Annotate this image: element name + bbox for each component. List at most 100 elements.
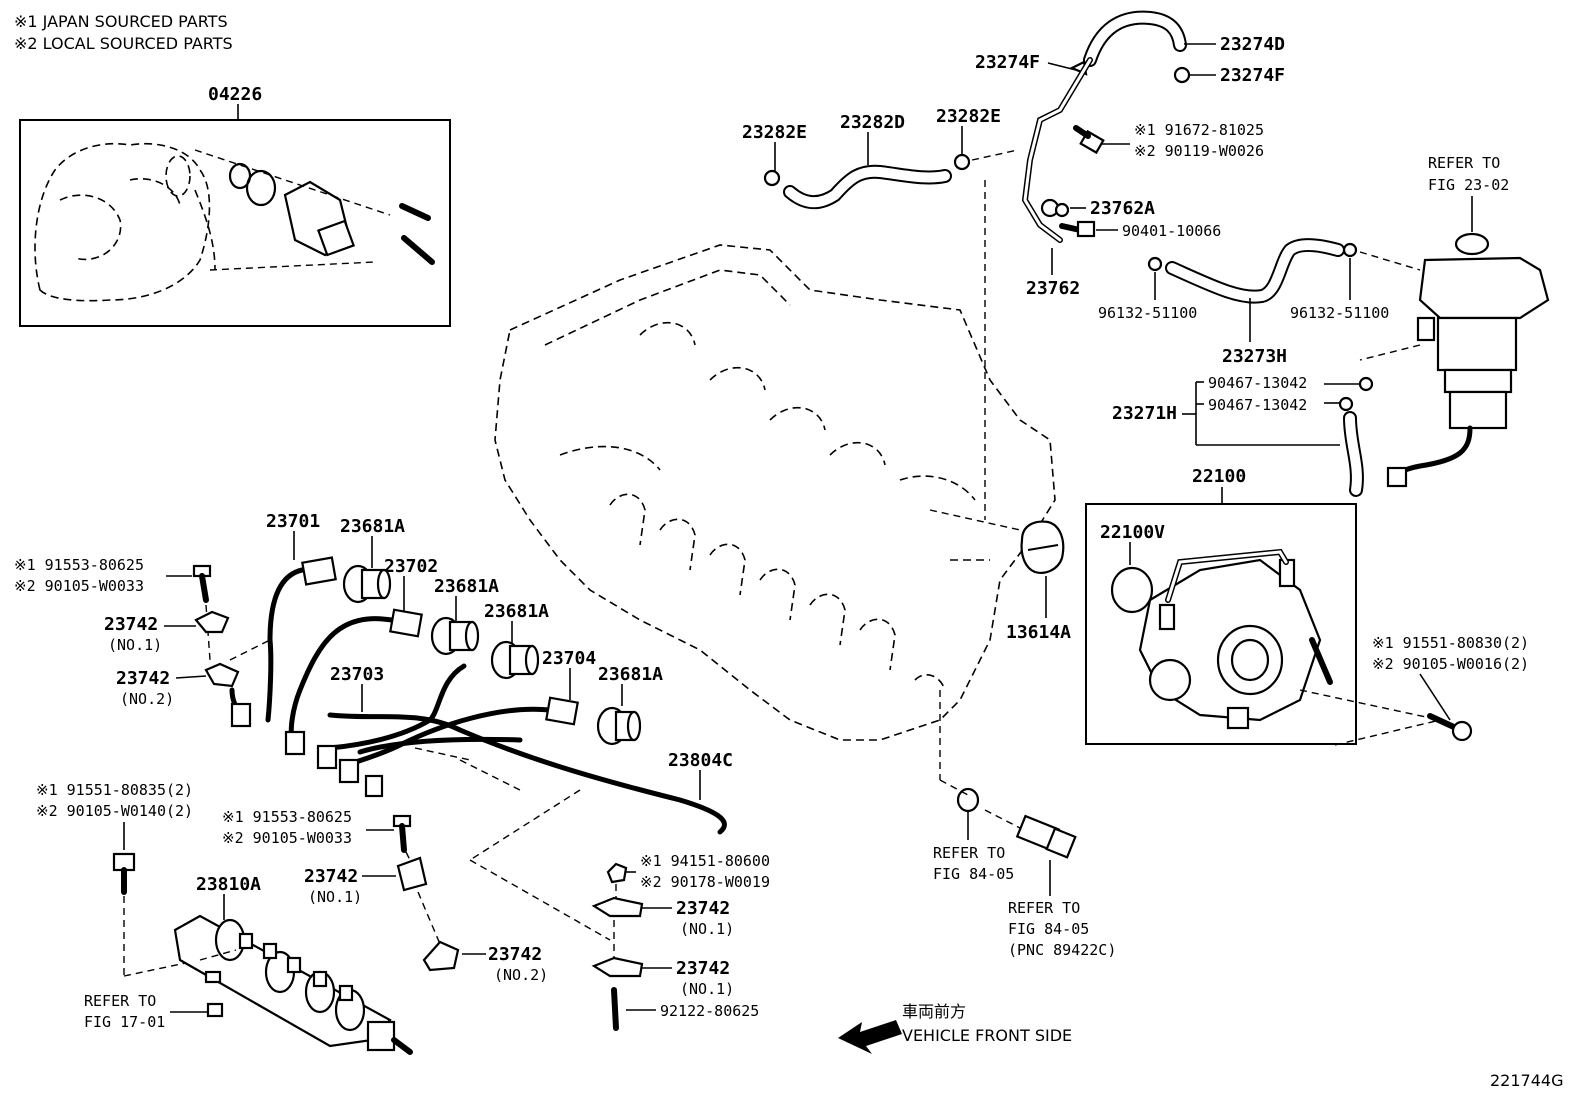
bolt-91553-a [192, 564, 212, 603]
engine-block-phantom [494, 180, 1056, 796]
clip-23282E-left [763, 169, 781, 187]
bolt-91672 [1073, 125, 1105, 155]
label-91553-80625-b: ※1 91553-80625 [222, 808, 352, 826]
stud-92122 [611, 987, 619, 1031]
label-23762A: 23762A [1090, 198, 1155, 219]
supply-pump-22100 [1138, 548, 1333, 730]
label-90105-W0016: ※2 90105-W0016(2) [1372, 655, 1529, 673]
label-refer-17-01-line2: FIG 17-01 [84, 1013, 165, 1031]
note-japan-sourced: ※1 JAPAN SOURCED PARTS [14, 12, 228, 31]
bolt-91551-80835 [112, 852, 136, 895]
sensor-13614A [1020, 520, 1065, 574]
front-arrow-icon [838, 1020, 902, 1054]
label-23271H: 23271H [1112, 403, 1177, 424]
label-refer-84-05-b1: REFER TO [1008, 899, 1080, 917]
clip-23282E-right [953, 153, 971, 171]
label-91553-80625-a: ※1 91553-80625 [14, 556, 144, 574]
label-90105-W0140: ※2 90105-W0140(2) [36, 802, 193, 820]
label-23742-2: 23742 [116, 668, 170, 689]
label-94151-80600: ※1 94151-80600 [640, 852, 770, 870]
clamp-23742-no1-b [396, 856, 428, 892]
union-23762A [1040, 198, 1070, 218]
bolt-91553-b [392, 814, 412, 853]
bolt-91551-80830 [1427, 713, 1473, 742]
pump-studs [399, 203, 435, 265]
clamp-23742-no1-c [591, 896, 644, 918]
hose-23274D [1083, 10, 1187, 67]
label-90178-W0019: ※2 90178-W0019 [640, 873, 770, 891]
note-local-sourced: ※2 LOCAL SOURCED PARTS [14, 34, 233, 53]
clip-96132-left [1147, 256, 1163, 272]
clamp-23742-no2-b [422, 940, 460, 972]
label-refer-to-23-02-line1: REFER TO [1428, 154, 1500, 172]
label-23681A-1: 23681A [340, 516, 405, 537]
hose-23282D [783, 164, 952, 210]
injection-pipes [265, 556, 727, 835]
label-no2-b: (NO.2) [494, 966, 548, 984]
label-96132-51100-left: 96132-51100 [1098, 304, 1197, 322]
label-refer-to-23-02-line2: FIG 23-02 [1428, 176, 1509, 194]
front-side-en: VEHICLE FRONT SIDE [902, 1026, 1072, 1045]
clamp-23742-no1-a [194, 610, 230, 634]
label-23704: 23704 [542, 648, 596, 669]
label-refer-84-05-b2: FIG 84-05 [1008, 920, 1089, 938]
label-91551-80835: ※1 91551-80835(2) [36, 781, 193, 799]
label-no1-a: (NO.1) [108, 636, 162, 654]
label-90119-W0026: ※2 90119-W0026 [1134, 142, 1264, 160]
common-rail-23810A [173, 914, 413, 1055]
clip-23274F [1173, 66, 1191, 84]
label-no1-b: (NO.1) [308, 888, 362, 906]
label-23282E-left: 23282E [742, 122, 807, 143]
o-ring-22100V [1110, 566, 1154, 614]
label-23274F-left: 23274F [975, 52, 1040, 73]
label-23742-6: 23742 [676, 958, 730, 979]
label-23274D: 23274D [1220, 34, 1285, 55]
label-23681A-3: 23681A [484, 601, 549, 622]
label-96132-51100-right: 96132-51100 [1290, 304, 1389, 322]
front-side-jp: 車両前方 [902, 1002, 966, 1021]
label-no1-d: (NO.1) [680, 980, 734, 998]
label-91672-81025: ※1 91672-81025 [1134, 121, 1264, 139]
label-22100: 22100 [1192, 466, 1246, 487]
label-23681A-4: 23681A [598, 664, 663, 685]
bolt-90401 [1059, 220, 1096, 238]
label-90467-13042-a: 90467-13042 [1208, 374, 1307, 392]
label-23681A-2: 23681A [434, 576, 499, 597]
label-04226: 04226 [208, 84, 262, 105]
label-23701: 23701 [266, 511, 320, 532]
label-23282E-right: 23282E [936, 106, 1001, 127]
hose-23273H [1165, 238, 1345, 304]
fuel-return-pipe [1021, 57, 1093, 243]
label-pnc-89422C: (PNC 89422C) [1008, 941, 1116, 959]
fuel-temp-sensor [1015, 814, 1077, 859]
label-23742-5: 23742 [676, 898, 730, 919]
injection-pump-phantom [34, 142, 216, 302]
label-23274F-right: 23274F [1220, 65, 1285, 86]
label-refer-17-01-line1: REFER TO [84, 992, 156, 1010]
label-91551-80830: ※1 91551-80830(2) [1372, 634, 1529, 652]
figure-id: 221744G [1490, 1071, 1563, 1090]
label-22100V: 22100V [1100, 522, 1165, 543]
label-90105-W0033-a: ※2 90105-W0033 [14, 577, 144, 595]
label-23282D: 23282D [840, 112, 905, 133]
connector-23701 [230, 702, 252, 728]
clamp-23742-no1-d [591, 956, 644, 978]
label-23742-1: 23742 [104, 614, 158, 635]
label-23762: 23762 [1026, 278, 1080, 299]
label-23742-4: 23742 [488, 944, 542, 965]
label-90467-13042-b: 90467-13042 [1208, 396, 1307, 414]
supply-pump-box [1085, 503, 1357, 745]
label-23702: 23702 [384, 556, 438, 577]
drain-hose-23271H [1338, 376, 1374, 497]
label-92122-80625: 92122-80625 [660, 1002, 759, 1020]
gasket-17-01 [206, 1002, 224, 1018]
label-refer-84-05-a1: REFER TO [933, 844, 1005, 862]
fuel-filter-assembly [1386, 232, 1550, 488]
gasket-kit-box [19, 119, 451, 327]
label-90401-10066: 90401-10066 [1122, 222, 1221, 240]
label-23810A: 23810A [196, 874, 261, 895]
label-23273H: 23273H [1222, 346, 1287, 367]
label-23742-3: 23742 [304, 866, 358, 887]
label-refer-84-05-a2: FIG 84-05 [933, 865, 1014, 883]
